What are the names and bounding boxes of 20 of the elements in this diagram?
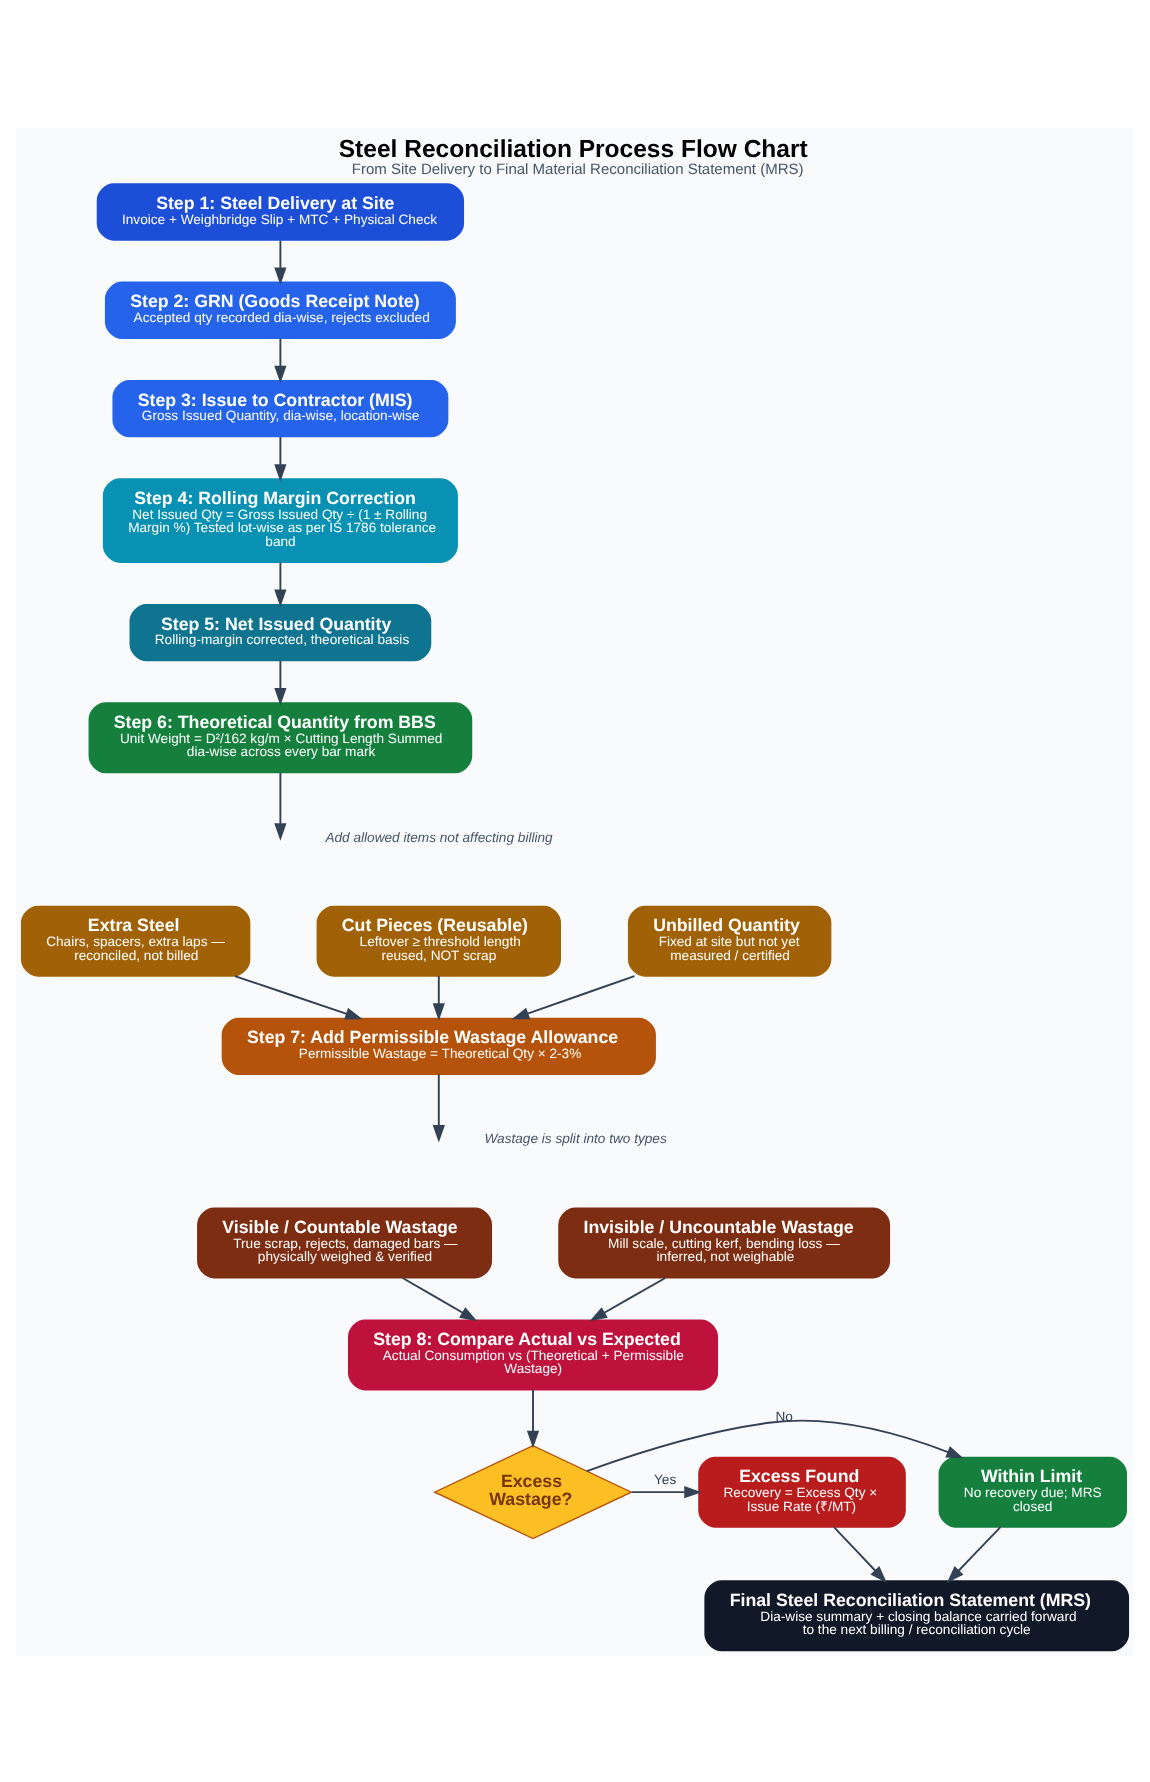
node-diamond: Excess Wastage? [433, 1443, 633, 1539]
arrow [274, 560, 287, 606]
arrow [233, 974, 363, 1019]
arrow [274, 658, 287, 705]
arrow [585, 1418, 964, 1472]
arrow [526, 1387, 540, 1448]
arrow [432, 974, 445, 1020]
arrow [274, 336, 287, 383]
arrow [401, 1276, 478, 1321]
arrow [589, 1276, 667, 1321]
arrow [630, 1485, 702, 1498]
arrow [432, 1072, 445, 1142]
diagram-title: Steel Reconciliation Process Flow Chart [338, 134, 808, 163]
caption: From Site Delivery to Final Material Reconciliation Statement (MRS) [351, 159, 804, 178]
arrow [511, 974, 636, 1019]
arrow [833, 1525, 887, 1582]
arrow [274, 435, 287, 481]
arrow [946, 1525, 1002, 1582]
arrow [274, 238, 287, 284]
arrow [274, 770, 287, 840]
